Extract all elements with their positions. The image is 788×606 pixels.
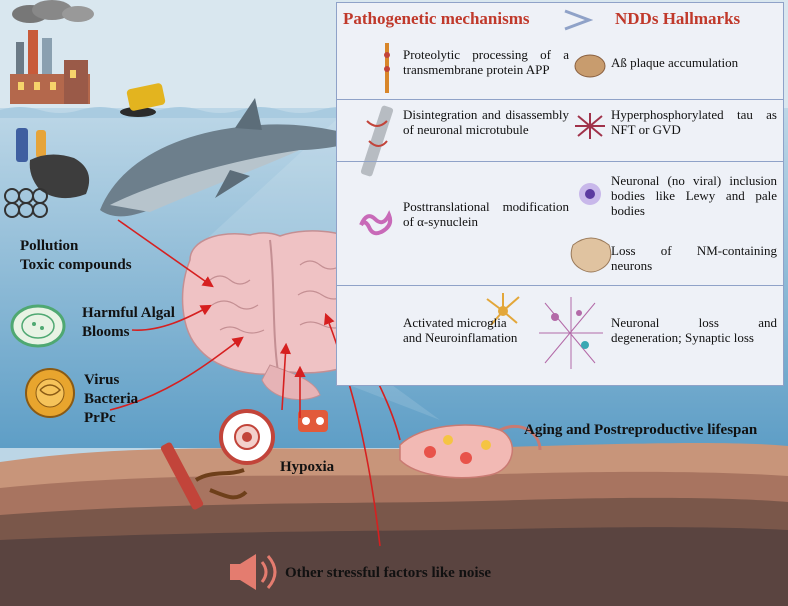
pollution-line-2: Toxic compounds <box>20 257 132 273</box>
dolphin-icon <box>100 98 370 217</box>
neuron-network-icon <box>539 297 603 369</box>
pathogens-label: Virus Bacteria PrPc <box>84 371 138 428</box>
row-separator <box>337 161 783 162</box>
virus-icon <box>25 368 75 418</box>
algal-bloom-label: Harmful Algal Blooms <box>82 304 175 342</box>
lewy-body-icon <box>579 183 601 205</box>
hallmarks-header: NDDs Hallmarks <box>615 9 741 28</box>
microglia-icon <box>486 293 520 326</box>
factory-icon <box>10 0 94 104</box>
speaker-icon <box>230 554 277 590</box>
tau-tangle-icon <box>575 113 605 139</box>
mechanisms-panel: Pathogenetic mechanisms NDDs Hallmarks P… <box>336 2 784 386</box>
seabed-layer-4 <box>0 527 788 606</box>
hypoxia-label: Hypoxia <box>280 459 335 475</box>
mechanism-1: Proteolytic processing of a transmembran… <box>403 47 569 77</box>
row-separator <box>337 285 783 286</box>
muscle-fiber-icon <box>160 442 248 510</box>
pathogens-line-2: Bacteria <box>84 391 139 407</box>
hallmark-2: Hyperphosphorylated tau as NFT or GVD <box>611 107 777 137</box>
midbrain-section-icon <box>570 237 612 273</box>
pollution-label: Pollution Toxic compounds <box>20 237 132 275</box>
pathogens-line-3: PrPc <box>84 410 116 426</box>
app-protein-icon <box>384 43 390 93</box>
oxygen-molecule-icon <box>298 410 328 432</box>
oil-barrel-icon <box>120 83 166 117</box>
algal-bloom-icon <box>10 304 66 348</box>
noise-label: Other stressful factors like noise <box>285 565 492 581</box>
mechanism-2: Disintegration and disassembly of neuron… <box>403 107 569 137</box>
row-separator <box>337 99 783 100</box>
pathogens-line-1: Virus <box>84 372 120 388</box>
microtubule-icon <box>360 105 394 177</box>
mechanism-4: Activated microglia and Neuroinflamation <box>403 315 518 345</box>
hallmark-4: Neuronal loss and degeneration; Synaptic… <box>611 315 777 345</box>
alpha-synuclein-icon <box>359 210 393 236</box>
cell-magnifier-icon <box>219 409 275 465</box>
sea-surface <box>0 107 360 118</box>
hallmark-1: Aß plaque accumulation <box>611 55 739 70</box>
chevron-right-icon <box>564 9 593 31</box>
amyloid-plaque-icon <box>574 54 606 78</box>
aging-label: Aging and Postreproductive lifespan <box>524 422 758 438</box>
hallmark-3a: Neuronal (no viral) inclusion bodies lik… <box>611 173 777 218</box>
ovary-icon <box>399 424 542 479</box>
algal-line-1: Harmful Algal <box>82 305 175 321</box>
mechanisms-header: Pathogenetic mechanisms <box>343 9 530 28</box>
plastic-waste-icon <box>4 128 90 218</box>
mechanism-3: Posttranslational modification of α-synu… <box>403 199 569 229</box>
hallmark-3b: Loss of NM-containing neurons <box>611 243 777 273</box>
pollution-line-1: Pollution <box>20 238 79 254</box>
algal-line-2: Blooms <box>82 324 130 340</box>
